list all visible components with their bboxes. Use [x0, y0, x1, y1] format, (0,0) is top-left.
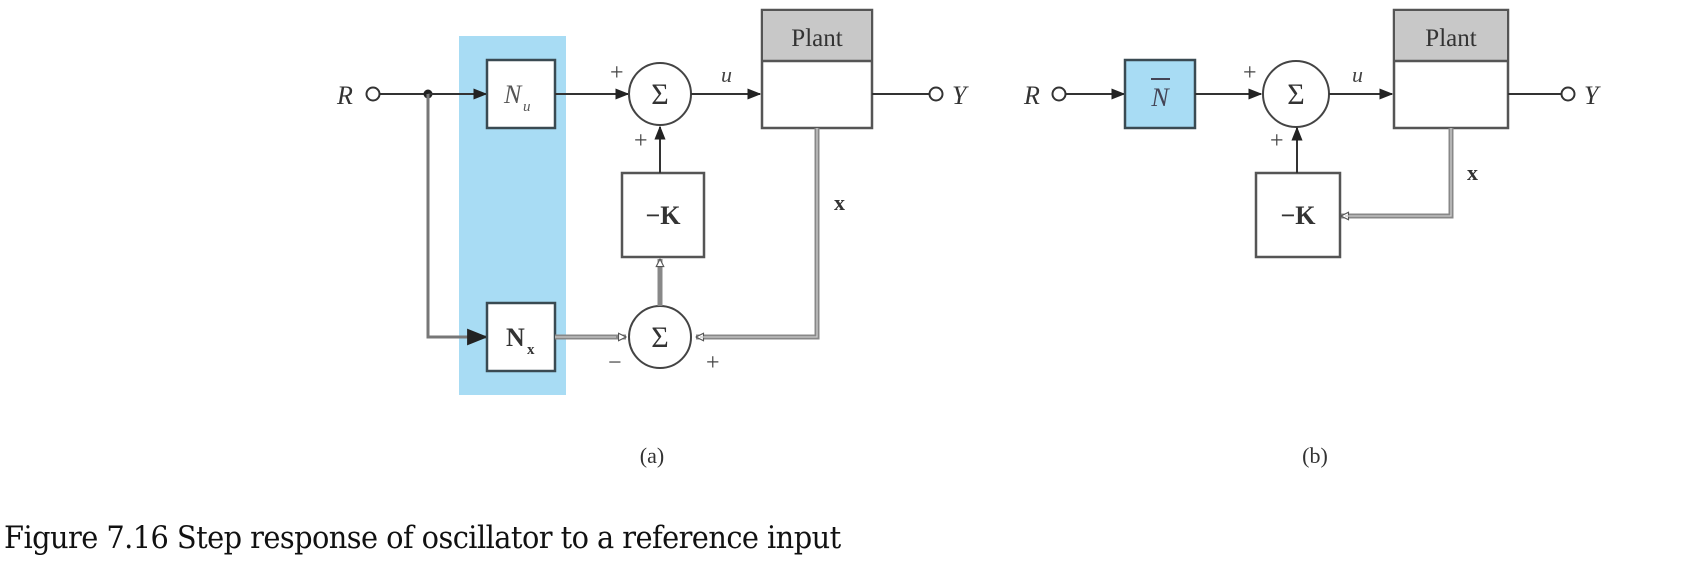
block-nbar-label: N — [1150, 83, 1170, 112]
signal-label-u-b: u — [1352, 62, 1363, 87]
input-terminal — [365, 86, 381, 102]
input-label-r: R — [336, 81, 353, 110]
block-nu[interactable]: N u — [485, 58, 557, 130]
wire-junction-to-nx — [426, 94, 489, 346]
signal-label-x: x — [834, 190, 845, 215]
gain-block-k-a[interactable]: −K — [620, 171, 706, 259]
summing-junction-b[interactable]: Σ — [1262, 60, 1330, 128]
plant-label-b: Plant — [1425, 25, 1476, 52]
sum-symbol-b: Σ — [1287, 78, 1304, 111]
sum1-symbol: Σ — [651, 78, 668, 111]
output-terminal — [928, 86, 944, 102]
panel-label-b: (b) — [1302, 443, 1328, 468]
block-nu-subscript: u — [523, 99, 531, 115]
wire-state-x-feedback-b-inner — [1345, 128, 1452, 217]
sign-sum2-right: + — [706, 350, 720, 376]
wire-state-x-feedback — [696, 128, 820, 337]
output-label-y: Y — [952, 81, 969, 110]
plant-label-a: Plant — [791, 25, 842, 52]
output-label-y-b: Y — [1584, 81, 1601, 110]
signal-label-x-b: x — [1467, 160, 1478, 185]
block-nx-subscript: x — [527, 342, 535, 358]
input-label-r-b: R — [1023, 81, 1040, 110]
wire-state-x-feedback-b — [1341, 128, 1454, 216]
panel-b: R N + Σ u Plant Y — [1023, 8, 1601, 468]
gain-label-b: −K — [1280, 201, 1316, 230]
plant-block-b[interactable]: Plant — [1392, 8, 1510, 130]
summing-junction-1[interactable]: Σ — [628, 62, 692, 126]
gain-block-k-b[interactable]: −K — [1254, 171, 1342, 259]
block-nx[interactable]: N x — [485, 301, 557, 373]
input-terminal-b — [1051, 86, 1067, 102]
panel-a: R N u + Σ u Plant — [336, 8, 969, 468]
block-nbar[interactable]: N — [1123, 58, 1197, 130]
sum2-symbol: Σ — [651, 321, 668, 354]
sign-sum2-left: − — [608, 350, 622, 376]
sign-sum-bottom-b: + — [1270, 128, 1284, 154]
plant-block-a[interactable]: Plant — [760, 8, 874, 130]
figure-caption: Figure 7.16 Step response of oscillator … — [4, 520, 841, 556]
gain-label-a: −K — [645, 201, 681, 230]
sign-sum1-bottom: + — [634, 128, 648, 154]
summing-junction-2[interactable]: Σ — [628, 305, 692, 369]
panel-label-a: (a) — [640, 443, 664, 468]
output-terminal-b — [1560, 86, 1576, 102]
block-nx-label: N — [506, 323, 525, 352]
sign-sum1-top: + — [610, 60, 624, 86]
wire-state-x-feedback-inner — [700, 128, 818, 338]
signal-label-u: u — [721, 62, 732, 87]
sign-sum-top-b: + — [1243, 60, 1257, 86]
block-nu-label: N — [503, 80, 523, 109]
